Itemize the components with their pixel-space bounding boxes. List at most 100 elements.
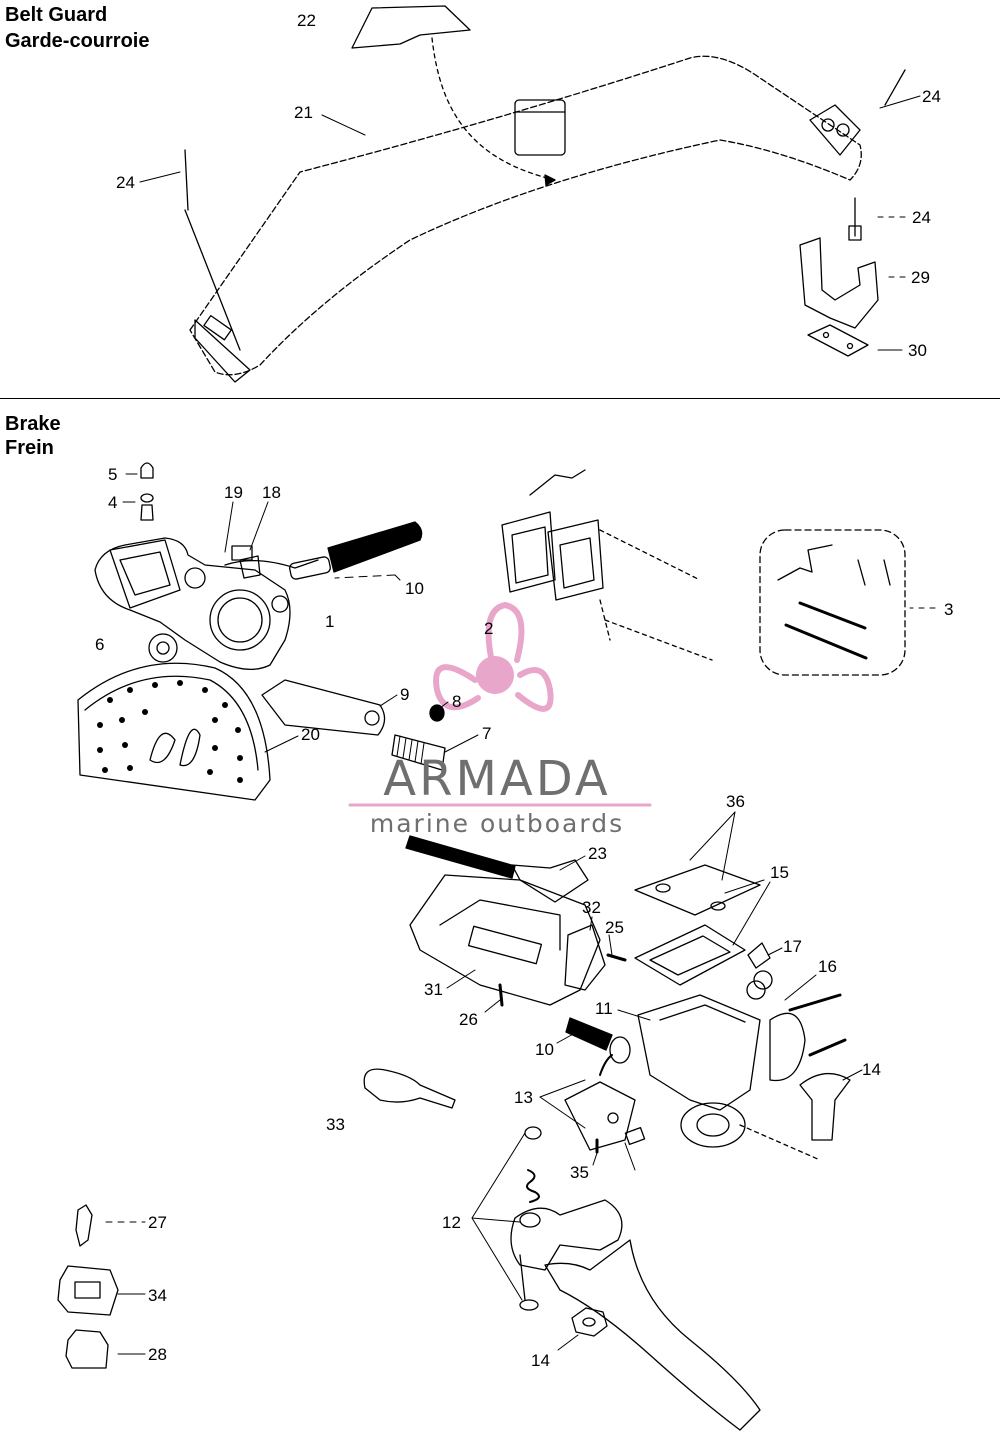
callout-16: 16 bbox=[818, 957, 837, 976]
caliper-bracket-9 bbox=[261, 679, 386, 736]
propeller-hub bbox=[476, 656, 514, 694]
bleeder-cap-5 bbox=[140, 462, 154, 479]
handlebar-clamp-31 bbox=[409, 874, 601, 1006]
leader-15a bbox=[724, 879, 765, 894]
leader-12c bbox=[471, 1217, 523, 1301]
bolt-16a bbox=[788, 993, 842, 1012]
diaphragm-inner bbox=[649, 935, 731, 976]
leader-19 bbox=[224, 501, 234, 553]
kit-clips bbox=[857, 559, 891, 586]
caliper-bolt-b bbox=[271, 595, 289, 613]
leader-8 bbox=[439, 701, 449, 709]
bracket-9-hole bbox=[364, 710, 380, 726]
callout-14: 14 bbox=[862, 1060, 881, 1079]
leader-14b bbox=[557, 1334, 579, 1351]
leader-15b bbox=[732, 881, 771, 946]
lever-spring-12 bbox=[525, 1169, 540, 1203]
leader-24a bbox=[139, 171, 181, 183]
callout-5: 5 bbox=[108, 465, 117, 484]
pad-spring bbox=[529, 469, 586, 496]
lever-nut-14 bbox=[571, 1307, 608, 1337]
leader-13b bbox=[539, 1096, 586, 1129]
leader-22-path bbox=[431, 37, 556, 181]
leader-9 bbox=[379, 694, 398, 707]
leader-36b bbox=[721, 811, 736, 881]
callout-11: 11 bbox=[595, 999, 613, 1018]
bushing-8 bbox=[429, 704, 445, 722]
callout-28: 28 bbox=[148, 1345, 167, 1364]
diaphragm-15 bbox=[634, 924, 746, 986]
leader-23 bbox=[559, 855, 586, 871]
leader-13a bbox=[539, 1079, 586, 1098]
leader-24b bbox=[879, 95, 921, 109]
bolt-16b bbox=[808, 1038, 847, 1057]
leader-11 bbox=[617, 1009, 651, 1021]
callout-24: 24 bbox=[922, 87, 941, 106]
caliper-piston-bore bbox=[209, 589, 271, 651]
switch-housing-34 bbox=[57, 1265, 119, 1316]
callout-1: 1 bbox=[325, 612, 334, 631]
connector-27 bbox=[75, 1204, 93, 1247]
arrow-head-22 bbox=[544, 174, 556, 186]
hose-10-fitting bbox=[609, 1036, 631, 1064]
propeller-blade-top bbox=[485, 602, 525, 670]
guard-plate-30 bbox=[807, 324, 869, 357]
lever-bushing-12 bbox=[524, 1126, 542, 1140]
propeller-blade-right bbox=[515, 667, 554, 712]
brake-switch-13 bbox=[564, 1081, 636, 1151]
switch-housing-28 bbox=[65, 1329, 109, 1369]
callout-26: 26 bbox=[459, 1010, 478, 1029]
hose-23 bbox=[405, 835, 516, 879]
bleeder-screw-4 bbox=[140, 504, 154, 521]
leader-10a bbox=[334, 574, 396, 579]
o-ring-17 bbox=[746, 980, 766, 1000]
pivot-axis bbox=[739, 1124, 821, 1161]
brake-line bbox=[224, 559, 319, 569]
leader-26 bbox=[484, 999, 501, 1013]
leader-7 bbox=[444, 734, 479, 753]
callout-4: 4 bbox=[108, 493, 117, 512]
leader-14a bbox=[842, 1069, 863, 1081]
guard-left-clip bbox=[203, 314, 232, 341]
belt-guard-assembly bbox=[184, 5, 906, 383]
callout-34: 34 bbox=[148, 1286, 167, 1305]
caliper-bolt-a bbox=[184, 567, 206, 589]
watermark-tagline: marine outboards bbox=[370, 809, 624, 838]
switch-housing-34-face bbox=[74, 1281, 101, 1299]
callout-10: 10 bbox=[535, 1040, 554, 1059]
callout-36: 36 bbox=[726, 792, 745, 811]
guard-bracket-29 bbox=[799, 237, 879, 329]
screw-26 bbox=[498, 983, 504, 1007]
brake-disc-outline bbox=[77, 662, 271, 801]
callout-30: 30 bbox=[908, 341, 927, 360]
leader-36a bbox=[689, 811, 736, 861]
plate-32 bbox=[564, 924, 606, 991]
callout-27: 27 bbox=[148, 1213, 167, 1232]
lever-washer bbox=[519, 1299, 539, 1311]
leader-35b bbox=[624, 1142, 636, 1171]
pad-pin-line-a bbox=[599, 529, 701, 581]
caliper-piston bbox=[217, 597, 263, 643]
banjo-bolt-19 bbox=[231, 545, 253, 561]
guard-center-clip bbox=[514, 99, 566, 156]
brake-title-en: Brake bbox=[5, 413, 61, 435]
brake-disc-slot-b bbox=[179, 728, 201, 767]
brake-caliper-assembly bbox=[94, 462, 423, 670]
pad-kit-3-frame bbox=[759, 529, 906, 676]
propeller-logo bbox=[433, 602, 554, 712]
leader-17 bbox=[767, 947, 783, 956]
brake-disc-20 bbox=[77, 662, 271, 801]
guard-right-hole-b bbox=[836, 123, 850, 137]
hose-fitting bbox=[289, 556, 331, 580]
leader-31 bbox=[446, 969, 476, 989]
guard-plate-hole-a bbox=[822, 331, 830, 339]
guard-left-stud bbox=[184, 149, 189, 211]
guard-left-bracket bbox=[184, 209, 251, 383]
callout-21: 21 bbox=[294, 103, 313, 122]
callout-3: 3 bbox=[944, 600, 953, 619]
callout-8: 8 bbox=[452, 692, 461, 711]
guard-right-mount bbox=[809, 104, 861, 156]
kit-pin-a bbox=[798, 601, 867, 630]
callout-15: 15 bbox=[770, 863, 789, 882]
